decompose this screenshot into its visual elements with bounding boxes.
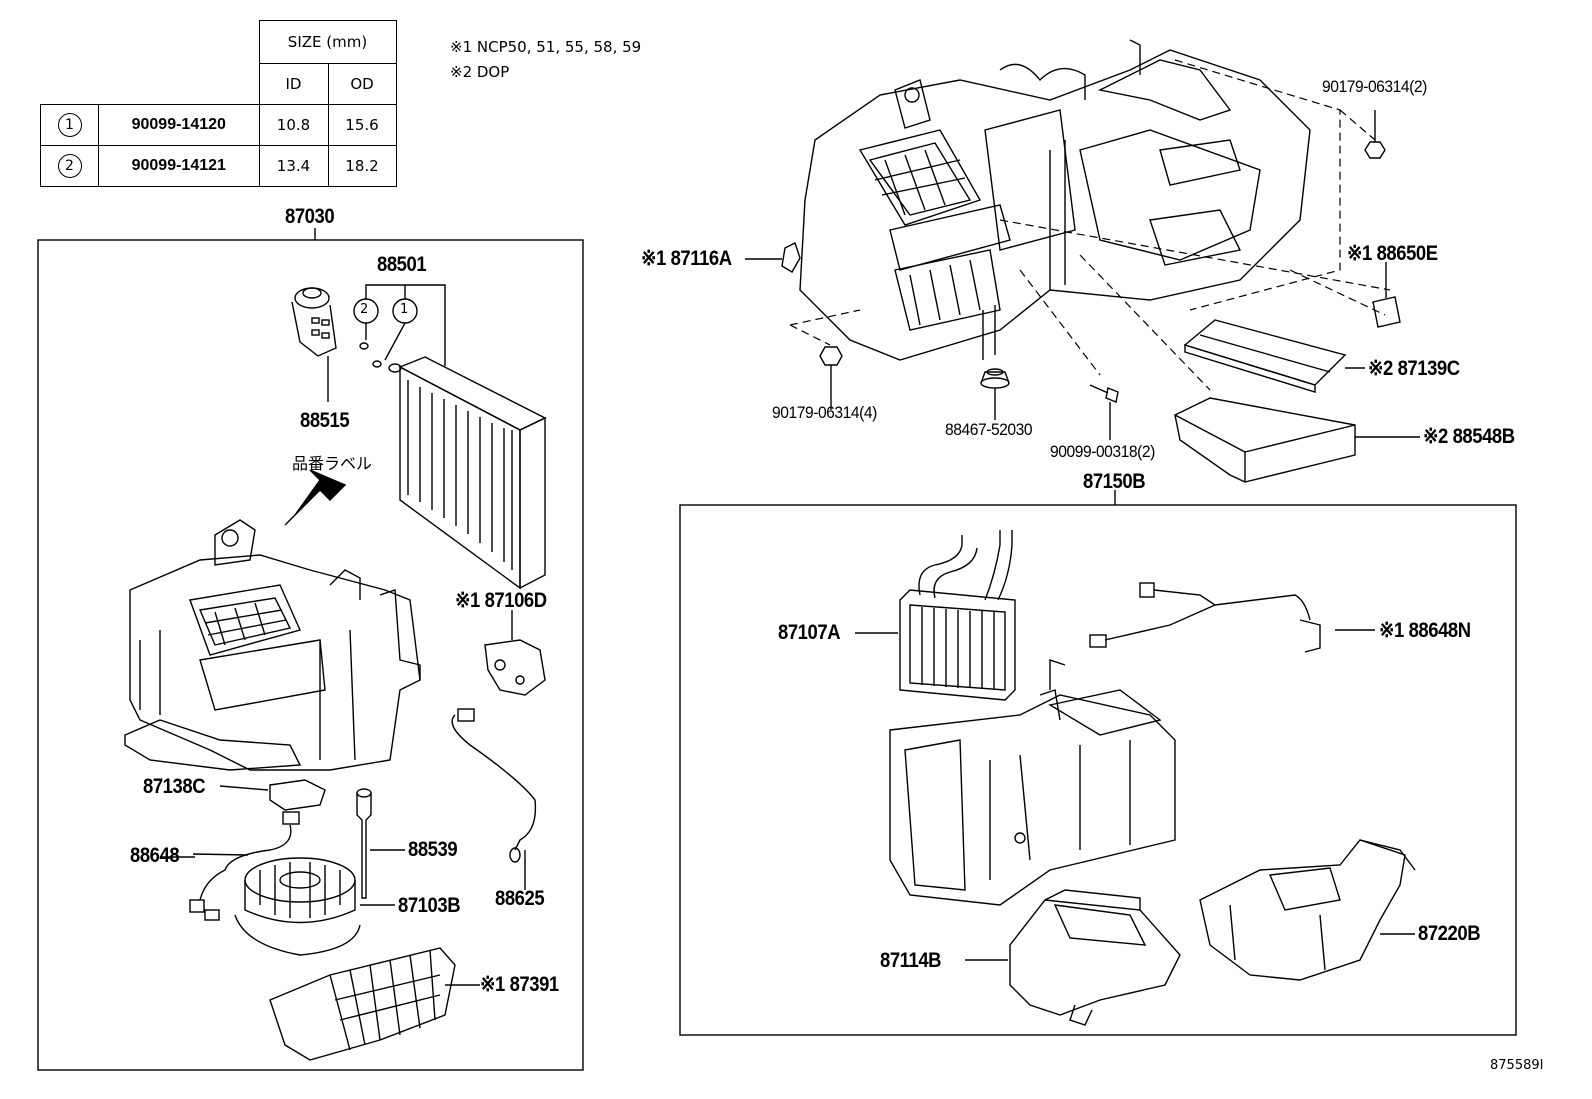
hose-size-table: SIZE (mm) ID OD 1 90099-14120 10.8 15.6 …	[40, 20, 397, 187]
size-header: SIZE (mm)	[258, 20, 397, 64]
clip-88539-drawing	[356, 788, 405, 899]
figure-reference: 875589I	[1490, 1058, 1544, 1073]
heater-core-87107a-drawing	[855, 530, 1016, 701]
frame-87150b	[679, 504, 1517, 1036]
label-87220b: 87220B	[1418, 922, 1481, 945]
label-88650e: ※1 88650E	[1347, 242, 1438, 265]
label-88648: 88648	[130, 844, 180, 867]
mark-2: 2	[57, 154, 82, 178]
label-88501: 88501	[377, 253, 427, 276]
table-row: 1 90099-14120 10.8 15.6	[40, 104, 397, 146]
col-id-header: ID	[258, 63, 329, 105]
label-87103b: 87103B	[398, 894, 461, 917]
sensor-88515-drawing	[291, 287, 337, 402]
o-ring-mark-2: 2	[360, 302, 369, 317]
label-88515: 88515	[300, 409, 350, 432]
nut-90179-2-drawing	[1364, 110, 1386, 159]
label-87138c: 87138C	[143, 775, 206, 798]
label-88648n: ※1 88648N	[1379, 619, 1471, 642]
id-value: 10.8	[258, 104, 329, 146]
table-row: 2 90099-14121 13.4 18.2	[40, 145, 397, 187]
o-rings-drawing	[353, 284, 446, 368]
note-1: ※1 NCP50, 51, 55, 58, 59	[450, 38, 642, 56]
part-number: 90099-14121	[98, 145, 260, 187]
module-88650e-drawing	[1372, 262, 1401, 328]
clip-87116a-drawing	[745, 242, 801, 273]
od-value: 18.2	[327, 145, 397, 187]
harness-88648n-drawing	[1089, 582, 1375, 653]
label-87139c: ※2 87139C	[1368, 357, 1460, 380]
lower-case-main-drawing	[889, 659, 1176, 906]
o-ring-mark-1: 1	[400, 302, 409, 317]
label-88539: 88539	[408, 838, 458, 861]
label-88467: 88467-52030	[945, 420, 1033, 439]
screw-90099-drawing	[1089, 384, 1119, 440]
lower-case-87391-drawing	[269, 947, 480, 1061]
blower-housing-drawing	[124, 519, 421, 771]
col-od-header: OD	[327, 63, 397, 105]
label-87107a: 87107A	[778, 621, 841, 644]
hvac-unit-drawing	[799, 39, 1311, 361]
id-value: 13.4	[258, 145, 329, 187]
label-90179-4: 90179-06314(4)	[772, 403, 877, 422]
frame-87030	[37, 239, 584, 1071]
od-value: 15.6	[327, 104, 397, 146]
label-87150b: 87150B	[1083, 470, 1146, 493]
label-part-number-tag: 品番ラベル	[292, 454, 373, 473]
label-90179-2: 90179-06314(2)	[1322, 77, 1427, 96]
duct-87114b-drawing	[965, 889, 1181, 1026]
label-88625: 88625	[495, 887, 545, 910]
label-arrow-icon	[284, 469, 347, 526]
grommet-88467-drawing	[980, 368, 1010, 420]
harness-88648-drawing	[189, 811, 300, 921]
part-number: 90099-14120	[98, 104, 260, 146]
actuator-87106d-drawing	[484, 610, 546, 696]
label-87116a: ※1 87116A	[641, 247, 732, 270]
note-2: ※2 DOP	[450, 63, 510, 81]
label-87106d: ※1 87106D	[455, 589, 547, 612]
mark-1: 1	[57, 113, 82, 137]
resistor-87138c-drawing	[219, 779, 326, 811]
nut-90179-4-drawing	[819, 346, 843, 410]
filter-87139c-drawing	[1183, 319, 1365, 393]
label-90099: 90099-00318(2)	[1050, 442, 1155, 461]
label-87030: 87030	[285, 205, 335, 228]
label-87114b: 87114B	[880, 949, 942, 972]
evaporator-88501-drawing	[388, 356, 547, 590]
duct-87220b-drawing	[1199, 839, 1416, 981]
blower-motor-87103b-drawing	[234, 857, 395, 956]
case-88548b-drawing	[1174, 397, 1420, 483]
label-88548b: ※2 88548B	[1423, 425, 1515, 448]
sensor-88625-drawing	[451, 708, 537, 890]
label-87391: ※1 87391	[480, 973, 559, 996]
